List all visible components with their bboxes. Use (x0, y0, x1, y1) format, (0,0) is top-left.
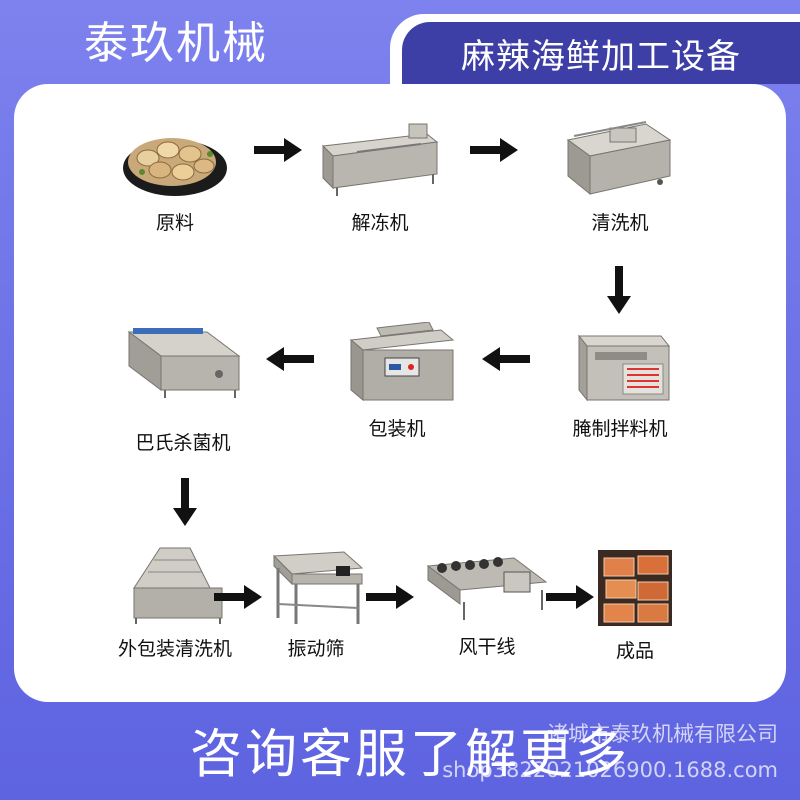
watermark-url: shop3822021026900.1688.com (442, 758, 778, 782)
step-finished-product: 成品 (560, 548, 710, 663)
arrow-right-icon (254, 138, 302, 162)
arrow-left-icon (266, 347, 314, 371)
step-label: 解冻机 (351, 212, 409, 234)
page-title: 麻辣海鲜加工设备 (461, 36, 741, 77)
step-label: 成品 (615, 640, 654, 662)
package-washer-icon (133, 547, 223, 624)
thawing-machine-icon (321, 123, 439, 196)
arrow-down-icon (173, 478, 197, 526)
step-raw-material: 原料 (100, 118, 250, 235)
step-label: 腌制拌料机 (572, 418, 668, 440)
step-vibrating-screen: 振动筛 (241, 548, 391, 661)
marinating-mixer-icon (577, 334, 671, 402)
step-pasteurizer: 巴氏杀菌机 (108, 326, 258, 455)
title-tab: 麻辣海鲜加工设备 (390, 14, 800, 84)
step-air-drying-line: 风干线 (412, 552, 562, 659)
step-label: 巴氏杀菌机 (135, 432, 231, 454)
watermark-company: 诸城市泰玖机械有限公司 (547, 722, 778, 746)
arrow-right-icon (214, 585, 262, 609)
arrow-left-icon (482, 347, 530, 371)
washing-machine-icon (566, 121, 672, 196)
step-thawing-machine: 解冻机 (305, 118, 455, 235)
raw-seafood-plate-icon (123, 138, 227, 196)
brand-name: 泰玖机械 (84, 18, 268, 69)
air-drying-line-icon (426, 557, 548, 620)
step-label: 原料 (155, 212, 194, 234)
step-label: 风干线 (458, 636, 516, 658)
vibrating-screen-icon (272, 551, 364, 624)
step-label: 外包装清洗机 (117, 638, 232, 660)
step-packaging-machine: 包装机 (322, 322, 472, 441)
vacuum-packaging-machine-icon (349, 322, 455, 402)
arrow-right-icon (470, 138, 518, 162)
arrow-right-icon (546, 585, 594, 609)
packaged-product-icon (598, 550, 672, 626)
step-label: 清洗机 (591, 212, 649, 234)
step-label: 包装机 (368, 418, 426, 440)
step-marinating-mixer: 腌制拌料机 (545, 326, 695, 441)
step-package-washer: 外包装清洗机 (100, 544, 250, 661)
contact-cta: 咨询客服了解更多 (190, 725, 631, 785)
step-washing-machine: 清洗机 (545, 118, 695, 235)
step-label: 振动筛 (287, 638, 345, 660)
arrow-down-icon (607, 266, 631, 314)
arrow-right-icon (366, 585, 414, 609)
pasteurizer-icon (127, 328, 241, 398)
